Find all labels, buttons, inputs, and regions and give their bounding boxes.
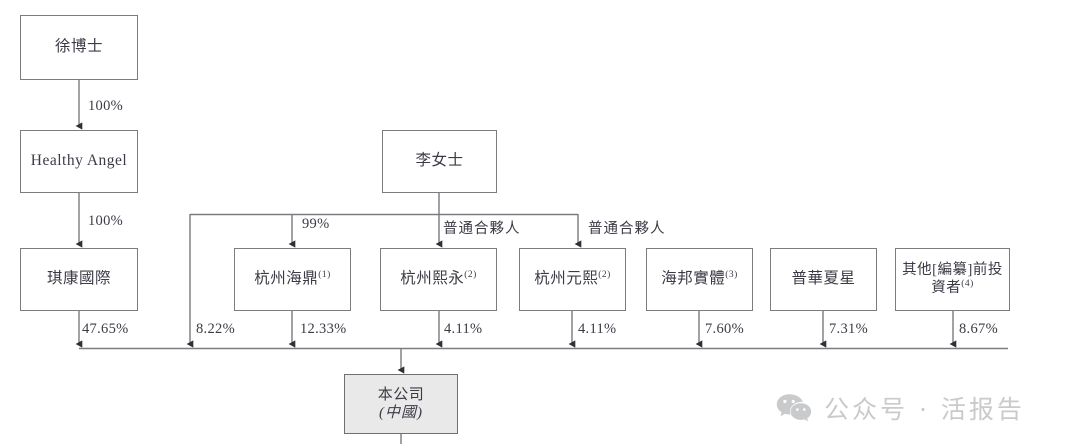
node-label: 海邦實體(3) (661, 269, 738, 288)
percent-label-qikang: 47.65% (82, 321, 129, 337)
footnote-marker: (3) (725, 269, 738, 280)
node-label: 李女士 (415, 152, 464, 170)
node-label: 杭州熙永(2) (400, 269, 477, 288)
node-hangzhou-haiding[interactable]: 杭州海鼎(1) (234, 248, 351, 311)
percent-label-yuanxi: 4.11% (578, 321, 617, 337)
node-label: 普華夏星 (791, 270, 856, 288)
edge-label-xu-to-healthy-angel: 100% (88, 98, 124, 114)
edge-label-li-to-haiding: 99% (302, 216, 330, 232)
company-region: (中國) (379, 405, 423, 421)
footnote-marker: (1) (318, 269, 331, 280)
node-hangzhou-xiyong[interactable]: 杭州熙永(2) (380, 248, 497, 311)
node-puhua-xiaxing[interactable]: 普華夏星 (770, 248, 877, 311)
percent-label-haibang: 7.60% (705, 321, 744, 337)
node-xu-doctor[interactable]: 徐博士 (20, 15, 138, 80)
node-hangzhou-yuanxi[interactable]: 杭州元熙(2) (519, 248, 626, 311)
watermark-text: 公众号 · 活报告 (824, 395, 1025, 424)
node-other-pre-ipo-investors[interactable]: 其他[編纂]前投資者(4) (895, 248, 1010, 311)
wechat-icon (776, 393, 812, 423)
edge-label-li-to-xiyong: 普通合夥人 (443, 221, 521, 237)
node-qikang-international[interactable]: 琪康國際 (20, 248, 138, 311)
node-label: 杭州元熙(2) (534, 269, 611, 288)
company-name: 本公司 (377, 386, 425, 403)
node-label: 杭州海鼎(1) (254, 269, 331, 288)
node-the-company[interactable]: 本公司 (中國) (344, 374, 458, 434)
node-healthy-angel[interactable]: Healthy Angel (20, 130, 138, 193)
footnote-marker: (2) (598, 269, 611, 280)
footnote-marker: (2) (464, 269, 477, 280)
footnote-marker: (4) (961, 278, 974, 289)
node-label: Healthy Angel (30, 152, 128, 170)
percent-label-haiding: 12.33% (300, 321, 347, 337)
node-label: 徐博士 (54, 38, 103, 56)
edge-label-li-to-yuanxi: 普通合夥人 (588, 221, 666, 237)
percent-label-xiyong: 4.11% (444, 321, 483, 337)
watermark: 公众号 · 活报告 (776, 390, 1025, 426)
percent-label-others: 8.67% (959, 321, 998, 337)
node-haibang-entities[interactable]: 海邦實體(3) (646, 248, 753, 311)
node-label: 琪康國際 (46, 270, 111, 288)
node-li-madam[interactable]: 李女士 (382, 130, 497, 193)
percent-label-li-direct: 8.22% (196, 321, 235, 337)
node-label: 其他[編纂]前投資者(4) (902, 261, 1003, 296)
percent-label-puhua: 7.31% (829, 321, 868, 337)
edge-label-healthy-angel-to-qikang: 100% (88, 213, 124, 229)
